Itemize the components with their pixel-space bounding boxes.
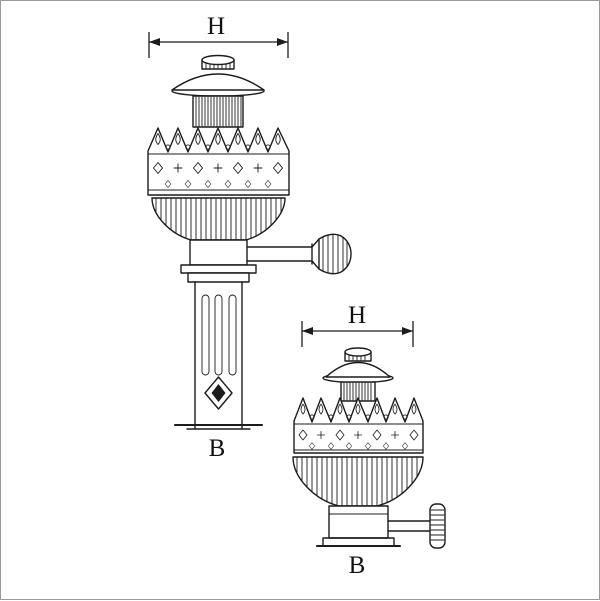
knob-stem: [311, 238, 320, 270]
knob-body: [429, 503, 446, 549]
collar-disc-lower: [187, 272, 250, 283]
small-burner-figure: H: [292, 302, 446, 579]
base-label-lamp1: B: [209, 435, 226, 462]
height-label-lamp1: H: [207, 13, 225, 40]
burner-bowl-lamp1: [151, 197, 286, 241]
large-burner-figure: H: [147, 13, 352, 462]
burner-base-lamp2: [316, 503, 446, 549]
mounting-tube-lamp1: [174, 281, 263, 430]
collar-disc-upper: [180, 264, 257, 274]
cap-knob-top: [201, 54, 235, 66]
tube-slot: [201, 294, 210, 376]
base-label-lamp2: B: [349, 552, 366, 579]
wick-knob-lamp2: [387, 503, 446, 549]
lower-cylinder: [189, 239, 248, 266]
tube-diamond-ornament: [204, 376, 233, 410]
neck-body: [192, 95, 244, 128]
arrow-right-icon: [277, 38, 288, 46]
height-dimension-lamp2: H: [301, 302, 414, 347]
tube-slot: [214, 294, 223, 376]
burner-cap-lamp1: [171, 54, 265, 97]
base-flare: [322, 537, 395, 547]
wick-knob-lamp1: [246, 233, 352, 275]
arrow-left-icon: [302, 327, 313, 335]
crown-silhouette: [147, 127, 290, 196]
tube-slot: [228, 294, 237, 376]
burner-base-lamp1: [180, 233, 352, 283]
height-label-lamp2: H: [348, 302, 366, 329]
bowl-outline: [292, 456, 424, 507]
gallery-crown-lamp1: [147, 127, 290, 196]
neck-ribs: [343, 382, 372, 401]
burner-neck-lamp1: [192, 95, 244, 128]
cap-dome: [171, 73, 265, 91]
knob-body: [318, 233, 352, 275]
bowl-outline: [151, 197, 286, 241]
lower-cylinder: [328, 505, 389, 539]
base-foot: [186, 424, 251, 430]
tube-diamond-inner: [211, 384, 226, 402]
cap-dome: [325, 361, 391, 378]
arrow-left-icon: [149, 38, 160, 46]
knob-ribs: [322, 233, 348, 275]
burner-cap-lamp2: [322, 347, 394, 384]
neck-ribs: [195, 96, 242, 127]
arrow-right-icon: [402, 327, 413, 335]
height-dimension-lamp1: H: [148, 13, 289, 58]
cap-knob-top: [344, 347, 372, 357]
knob-ribs: [430, 509, 445, 541]
burner-bowl-lamp2: [292, 456, 424, 507]
gallery-crown-lamp2: [293, 397, 424, 454]
